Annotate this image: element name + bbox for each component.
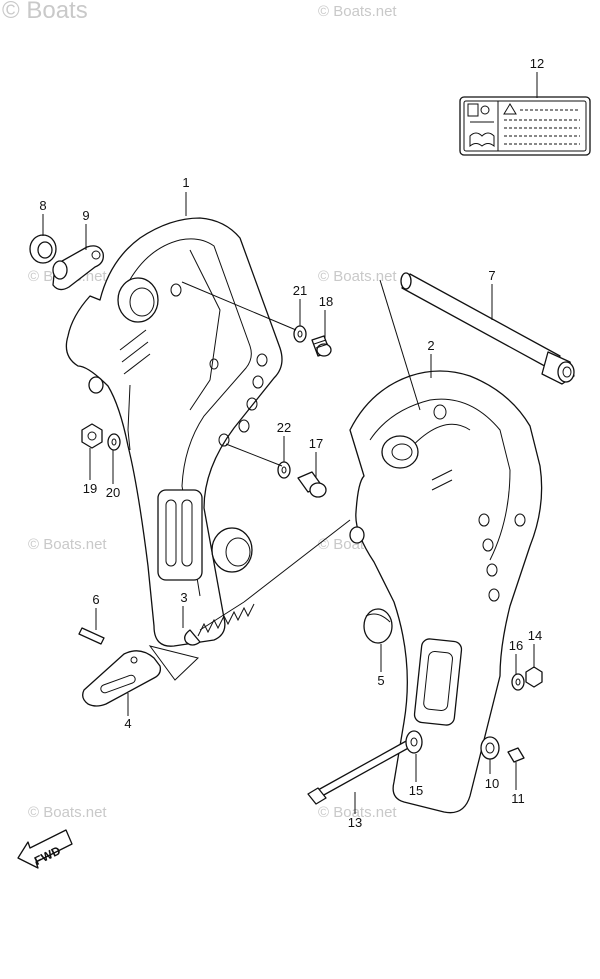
- washer-part-20: [107, 433, 121, 451]
- callout-4: 4: [124, 716, 131, 731]
- washer-part-22: [277, 461, 291, 479]
- callout-15: 15: [409, 783, 423, 798]
- watermark-tile: © Boats.net: [318, 3, 397, 20]
- grease-nipple-bracket-part: [52, 245, 104, 291]
- watermark-tile: © Boats.net: [28, 536, 107, 553]
- callout-21: 21: [293, 283, 307, 298]
- callout-8: 8: [39, 198, 46, 213]
- watermark-top-left: © Boats: [2, 0, 88, 24]
- plug-part: [363, 608, 393, 644]
- callout-numbers: 1 2 3 4 5 6 7 8 9 10 11 12 13 14 15 16 1…: [39, 56, 544, 830]
- callout-12: 12: [530, 56, 544, 71]
- callout-14: 14: [528, 628, 542, 643]
- callout-17: 17: [309, 436, 323, 451]
- caution-label-part: [459, 96, 591, 156]
- tilt-tube-part: [400, 272, 575, 385]
- watermark-tile: © Boats.net: [28, 804, 107, 821]
- callout-18: 18: [319, 294, 333, 309]
- washer-part-15: [405, 730, 423, 754]
- assembly-guide-lines: [127, 279, 421, 467]
- locking-nut-part: [29, 234, 57, 264]
- callout-9: 9: [82, 208, 89, 223]
- tilt-lever-part: [82, 650, 162, 707]
- nut-part-14: [525, 666, 543, 688]
- pin-part: [78, 627, 105, 645]
- callout-11: 11: [511, 791, 525, 806]
- callout-5: 5: [377, 673, 384, 688]
- watermark-tile: © Boats.net: [318, 268, 397, 285]
- callout-19: 19: [83, 481, 97, 496]
- bolt-part-11: [507, 747, 525, 763]
- collar-part-10: [480, 736, 500, 760]
- callout-20: 20: [106, 485, 120, 500]
- callout-2: 2: [427, 338, 434, 353]
- watermark-tile: © Boats.net: [318, 804, 397, 821]
- fwd-arrow-icon: FWD: [17, 829, 73, 869]
- callout-16: 16: [509, 638, 523, 653]
- callout-1: 1: [182, 175, 189, 190]
- callout-6: 6: [92, 592, 99, 607]
- spring-part: [148, 519, 351, 681]
- clamp-bracket-left-part: [65, 217, 283, 647]
- bolt-part-18: [311, 335, 332, 357]
- callout-22: 22: [277, 420, 291, 435]
- callout-10: 10: [485, 776, 499, 791]
- nut-part-19: [81, 423, 103, 449]
- bolt-part-17: [297, 471, 327, 498]
- callout-7: 7: [488, 268, 495, 283]
- washer-part-21: [293, 325, 307, 343]
- callout-3: 3: [180, 590, 187, 605]
- callout-13: 13: [348, 815, 362, 830]
- clamp-bracket-right-part: [349, 370, 543, 814]
- callout-leaders: [42, 72, 538, 814]
- washer-part-16: [511, 673, 525, 691]
